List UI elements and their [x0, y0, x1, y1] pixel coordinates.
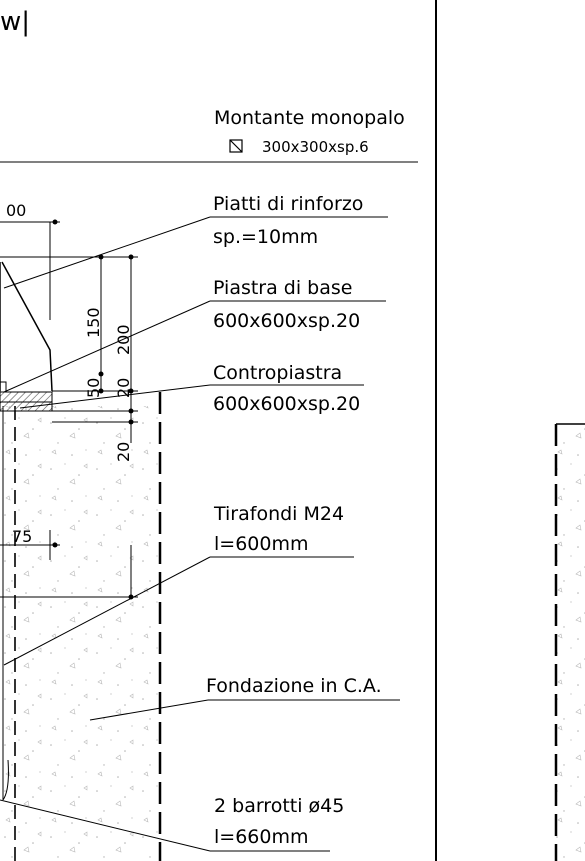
label-piatti-line2: sp.=10mm [213, 226, 318, 248]
label-tirafondi-line1: Tirafondi M24 [213, 503, 344, 525]
leader-fondazione [89, 699, 209, 721]
label-piastra-line1: Piastra di base [213, 277, 352, 299]
anchor-bolt-hook [2, 759, 9, 801]
hollow-square-section-icon [229, 139, 243, 153]
leader-contropiastra [19, 384, 211, 409]
label-fondazione: Fondazione in C.A. [206, 675, 382, 697]
view-title-fragment: w| [0, 7, 30, 37]
label-montante-line1: Montante monopalo [214, 107, 405, 129]
dimension-ticks [52, 219, 134, 600]
leader-piastra [3, 300, 211, 393]
leader-tirafondi [3, 556, 211, 666]
dim-text-20a: 20 [114, 378, 133, 398]
dim-text-50: 50 [84, 378, 103, 398]
label-barrotti-line2: l=660mm [214, 826, 308, 848]
counter-plate [0, 401, 53, 412]
right-foundation-concrete [556, 424, 585, 861]
bolt-nut [0, 381, 7, 393]
foundation-concrete [0, 406, 160, 861]
label-tirafondi-line2: l=600mm [214, 533, 308, 555]
base-plate [0, 391, 53, 403]
label-contropiastra-line1: Contropiastra [213, 362, 342, 384]
dim-text-75: 75 [12, 527, 32, 546]
label-piastra-line2: 600x600xsp.20 [213, 310, 360, 332]
leader-piatti [3, 216, 211, 289]
dim-text-20b: 20 [114, 442, 133, 462]
leader-barrotti [0, 799, 211, 852]
dim-text-150: 150 [84, 307, 103, 338]
dim-text-100: 00 [6, 201, 26, 220]
label-barrotti-line1: 2 barrotti ø45 [214, 795, 344, 817]
reinforcing-rib [0, 261, 53, 392]
label-piatti-line1: Piatti di rinforzo [213, 193, 363, 215]
label-contropiastra-line2: 600x600xsp.20 [213, 393, 360, 415]
label-montante-line2: 300x300xsp.6 [262, 138, 369, 156]
